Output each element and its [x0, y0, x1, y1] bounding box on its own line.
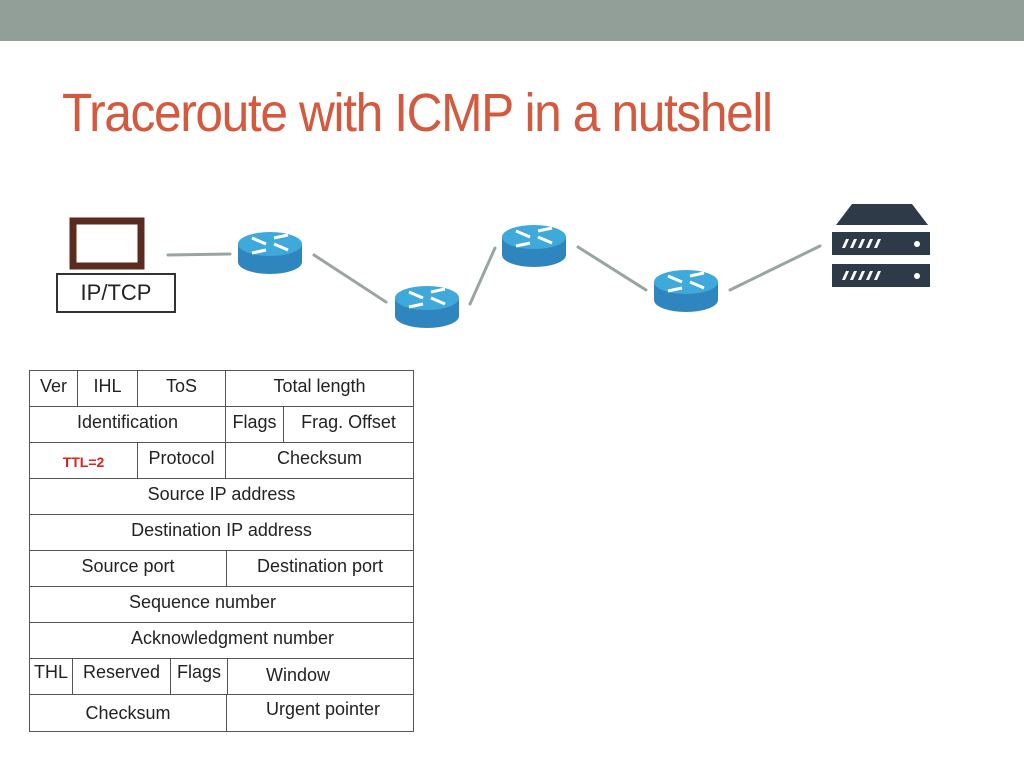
field-window: Window [265, 665, 331, 685]
router-icon [652, 268, 720, 314]
field-source-ip: Source IP address [147, 484, 296, 504]
link-router-2-router-3 [468, 246, 497, 306]
table-row: THL Reserved Flags Window [30, 659, 413, 695]
field-reserved: Reserved [73, 659, 171, 694]
field-identification: Identification [30, 407, 226, 442]
field-ver: Ver [30, 371, 78, 406]
header-bar [0, 0, 1024, 41]
table-row: TTL=2 Protocol Checksum [30, 443, 413, 479]
slide-title: Traceroute with ICMP in a nutshell [62, 83, 773, 143]
table-row: Source IP address [30, 479, 413, 515]
field-ihl: IHL [78, 371, 138, 406]
router-icon [236, 230, 304, 276]
link-router-3-router-4 [576, 245, 648, 292]
field-urgent-pointer: Urgent pointer [265, 699, 381, 719]
table-row: Acknowledgment number [30, 623, 413, 659]
table-row: Ver IHL ToS Total length [30, 371, 413, 407]
field-ttl: TTL=2 [30, 443, 138, 478]
field-ack-number: Acknowledgment number [130, 628, 335, 648]
table-row: Identification Flags Frag. Offset [30, 407, 413, 443]
router-icon [393, 284, 461, 330]
source-protocol-label: IP/TCP [56, 273, 176, 313]
field-destination-ip: Destination IP address [131, 520, 312, 540]
field-ip-checksum: Checksum [276, 448, 363, 468]
table-row: Source port Destination port [30, 551, 413, 587]
field-tos: ToS [138, 371, 226, 406]
field-thl: THL [30, 659, 73, 694]
field-protocol: Protocol [138, 443, 226, 478]
packet-header-table: Ver IHL ToS Total length Identification … [29, 370, 414, 732]
field-tcp-checksum: Checksum [30, 695, 227, 731]
table-row: Sequence number [30, 587, 413, 623]
link-source-router-1 [166, 252, 232, 257]
link-router-1-router-2 [312, 253, 388, 304]
field-frag-offset: Frag. Offset [301, 412, 396, 432]
network-links [166, 244, 822, 306]
field-sequence-number: Sequence number [128, 592, 277, 612]
field-tcp-flags: Flags [171, 659, 228, 694]
field-total-length: Total length [273, 376, 366, 396]
laptop-icon [69, 217, 145, 270]
server-icon [832, 204, 930, 287]
field-source-port: Source port [30, 551, 227, 586]
field-destination-port: Destination port [256, 556, 384, 576]
field-ip-flags: Flags [226, 407, 284, 442]
router-icon [500, 223, 568, 269]
link-router-4-destination [728, 244, 822, 292]
table-row: Destination IP address [30, 515, 413, 551]
network-diagram [69, 204, 930, 330]
table-row: Checksum Urgent pointer [30, 695, 413, 731]
